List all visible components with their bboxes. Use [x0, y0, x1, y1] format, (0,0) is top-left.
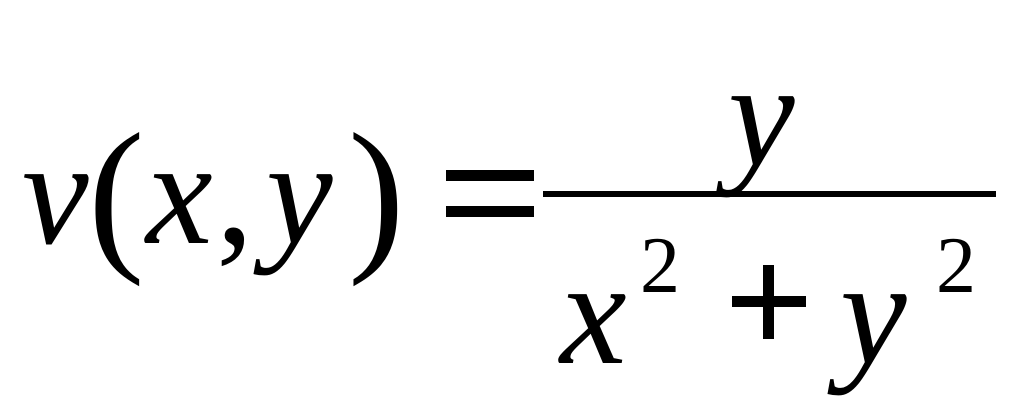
plus-vertical-bar	[763, 265, 774, 339]
open-paren: (	[88, 99, 145, 287]
fraction-bar	[543, 191, 996, 197]
denominator-y: y	[840, 230, 907, 396]
close-paren: )	[348, 99, 405, 287]
exponent-y: 2	[936, 222, 976, 310]
exponent-x: 2	[640, 222, 680, 310]
argument-x: x	[146, 110, 213, 276]
numerator-y: y	[728, 32, 795, 198]
equals-bar-top	[446, 170, 534, 181]
function-name: v	[22, 110, 89, 276]
equals-bar-bottom	[446, 206, 534, 217]
denominator-x: x	[560, 230, 627, 396]
argument-y: y	[266, 110, 333, 276]
argument-comma: ,	[216, 110, 254, 276]
